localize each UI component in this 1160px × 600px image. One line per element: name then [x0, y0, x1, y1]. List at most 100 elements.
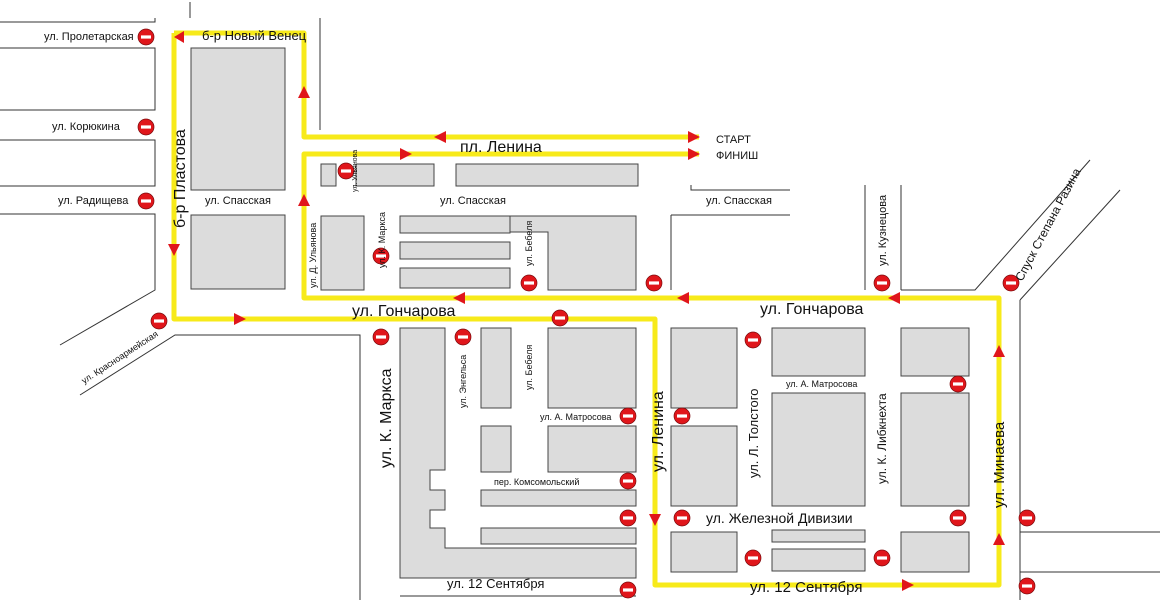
arrow-icon: [298, 86, 310, 98]
block: [547, 327, 637, 409]
block: [355, 163, 435, 187]
road-edge: [0, 213, 156, 346]
street-label-marksa-small: ул. К. Маркса: [377, 212, 387, 268]
block: [399, 241, 511, 260]
arrow-icon: [677, 292, 689, 304]
street-label-spasskaya: ул. Спасская: [440, 195, 506, 207]
no-entry-sign-icon: [673, 509, 691, 527]
no-entry-sign-icon: [137, 28, 155, 46]
finish-label: ФИНИШ: [716, 150, 758, 162]
city-blocks: [190, 47, 970, 579]
block: [771, 548, 866, 572]
block: [670, 531, 738, 573]
start-label: СТАРТ: [716, 134, 751, 146]
road-edge: [901, 159, 1091, 291]
no-entry-sign-icon: [619, 407, 637, 425]
street-label-minaeva: ул. Минаева: [991, 421, 1008, 508]
no-entry-sign-icon: [744, 549, 762, 567]
block: [670, 327, 738, 409]
arrow-icon: [993, 533, 1005, 545]
block: [480, 489, 637, 507]
no-entry-sign-icon: [150, 312, 168, 330]
street-label-bebelya-top: ул. Бебеля: [524, 221, 534, 266]
no-entry-sign-icon: [744, 331, 762, 349]
no-entry-sign-icon: [137, 118, 155, 136]
no-entry-sign-icon: [551, 309, 569, 327]
street-label-12-sentyabrya: ул. 12 Сентября: [750, 579, 862, 596]
street-label-bebelya: ул. Бебеля: [524, 345, 534, 390]
street-label-ulyanova: ул. Д. Ульянова: [308, 223, 318, 288]
block: [399, 327, 637, 579]
block: [320, 215, 365, 291]
block: [455, 163, 639, 187]
arrow-icon: [688, 148, 700, 160]
arrow-icon: [168, 244, 180, 256]
route-line: [174, 30, 699, 140]
street-label-liebknecht: ул. К. Либкнехта: [875, 393, 889, 484]
no-entry-sign-icon: [520, 274, 538, 292]
no-entry-sign-icon: [1002, 274, 1020, 292]
block: [900, 392, 970, 507]
block: [399, 267, 511, 289]
arrow-icon: [298, 194, 310, 206]
arrow-icon: [174, 31, 184, 43]
street-label-matrosova: ул. А. Матросова: [786, 379, 857, 389]
block: [190, 214, 286, 290]
square-label-lenin: пл. Ленина: [460, 139, 542, 156]
no-entry-signs: [137, 28, 1036, 599]
block: [320, 163, 337, 187]
street-label-marksa: ул. К. Маркса: [378, 368, 395, 468]
no-entry-sign-icon: [873, 549, 891, 567]
block: [480, 527, 637, 545]
street-label-radishcheva: ул. Радищева: [58, 195, 129, 207]
no-entry-sign-icon: [873, 274, 891, 292]
street-label-zheleznoy-divizii: ул. Железной Дивизии: [706, 510, 853, 526]
street-label-stepan-razin: Спуск Степана Разина: [1012, 165, 1084, 283]
street-label-goncharova: ул. Гончарова: [760, 301, 864, 318]
street-label-koryukina: ул. Корюкина: [52, 121, 121, 133]
block: [771, 392, 866, 507]
road-edge: [0, 47, 156, 111]
no-entry-sign-icon: [137, 192, 155, 210]
no-entry-sign-icon: [673, 407, 691, 425]
street-label-kuznetsova: ул. Кузнецова: [877, 194, 889, 266]
block: [399, 215, 511, 234]
road-edge: [1019, 189, 1121, 301]
arrow-icon: [649, 514, 661, 526]
street-label-spasskaya: ул. Спасская: [205, 195, 271, 207]
no-entry-sign-icon: [454, 328, 472, 346]
no-entry-sign-icon: [619, 581, 637, 599]
street-label-ulyanova-top: ул. Ульянова: [352, 150, 359, 192]
no-entry-sign-icon: [1018, 509, 1036, 527]
arrow-icon: [234, 313, 246, 325]
street-label-12-sentyabrya: ул. 12 Сентября: [447, 576, 544, 591]
no-entry-sign-icon: [645, 274, 663, 292]
street-label-lenina: ул. Ленина: [650, 391, 667, 472]
no-entry-sign-icon: [949, 509, 967, 527]
no-entry-sign-icon: [619, 472, 637, 490]
start-finish: СТАРТ ФИНИШ: [716, 134, 758, 162]
street-label-spasskaya: ул. Спасская: [706, 195, 772, 207]
route-arrows: [168, 31, 1005, 591]
block: [771, 529, 866, 543]
road-edge: [79, 334, 361, 600]
street-label-komsomolsky: пер. Комсомольский: [494, 477, 579, 487]
street-label-goncharova: ул. Гончарова: [352, 303, 456, 320]
road-edge: [0, 18, 156, 23]
arrow-icon: [993, 345, 1005, 357]
street-label-tolstogo: ул. Л. Толстого: [746, 389, 761, 478]
block: [900, 531, 970, 573]
arrow-icon: [453, 292, 465, 304]
block: [547, 425, 637, 473]
no-entry-sign-icon: [949, 375, 967, 393]
arrow-icon: [902, 579, 914, 591]
block: [480, 327, 512, 409]
road-edge: [690, 185, 790, 191]
block: [670, 425, 738, 507]
arrow-icon: [400, 148, 412, 160]
street-label-engelsa: ул. Энгельса: [458, 355, 468, 408]
no-entry-sign-icon: [1018, 577, 1036, 595]
arrow-icon: [434, 131, 446, 143]
